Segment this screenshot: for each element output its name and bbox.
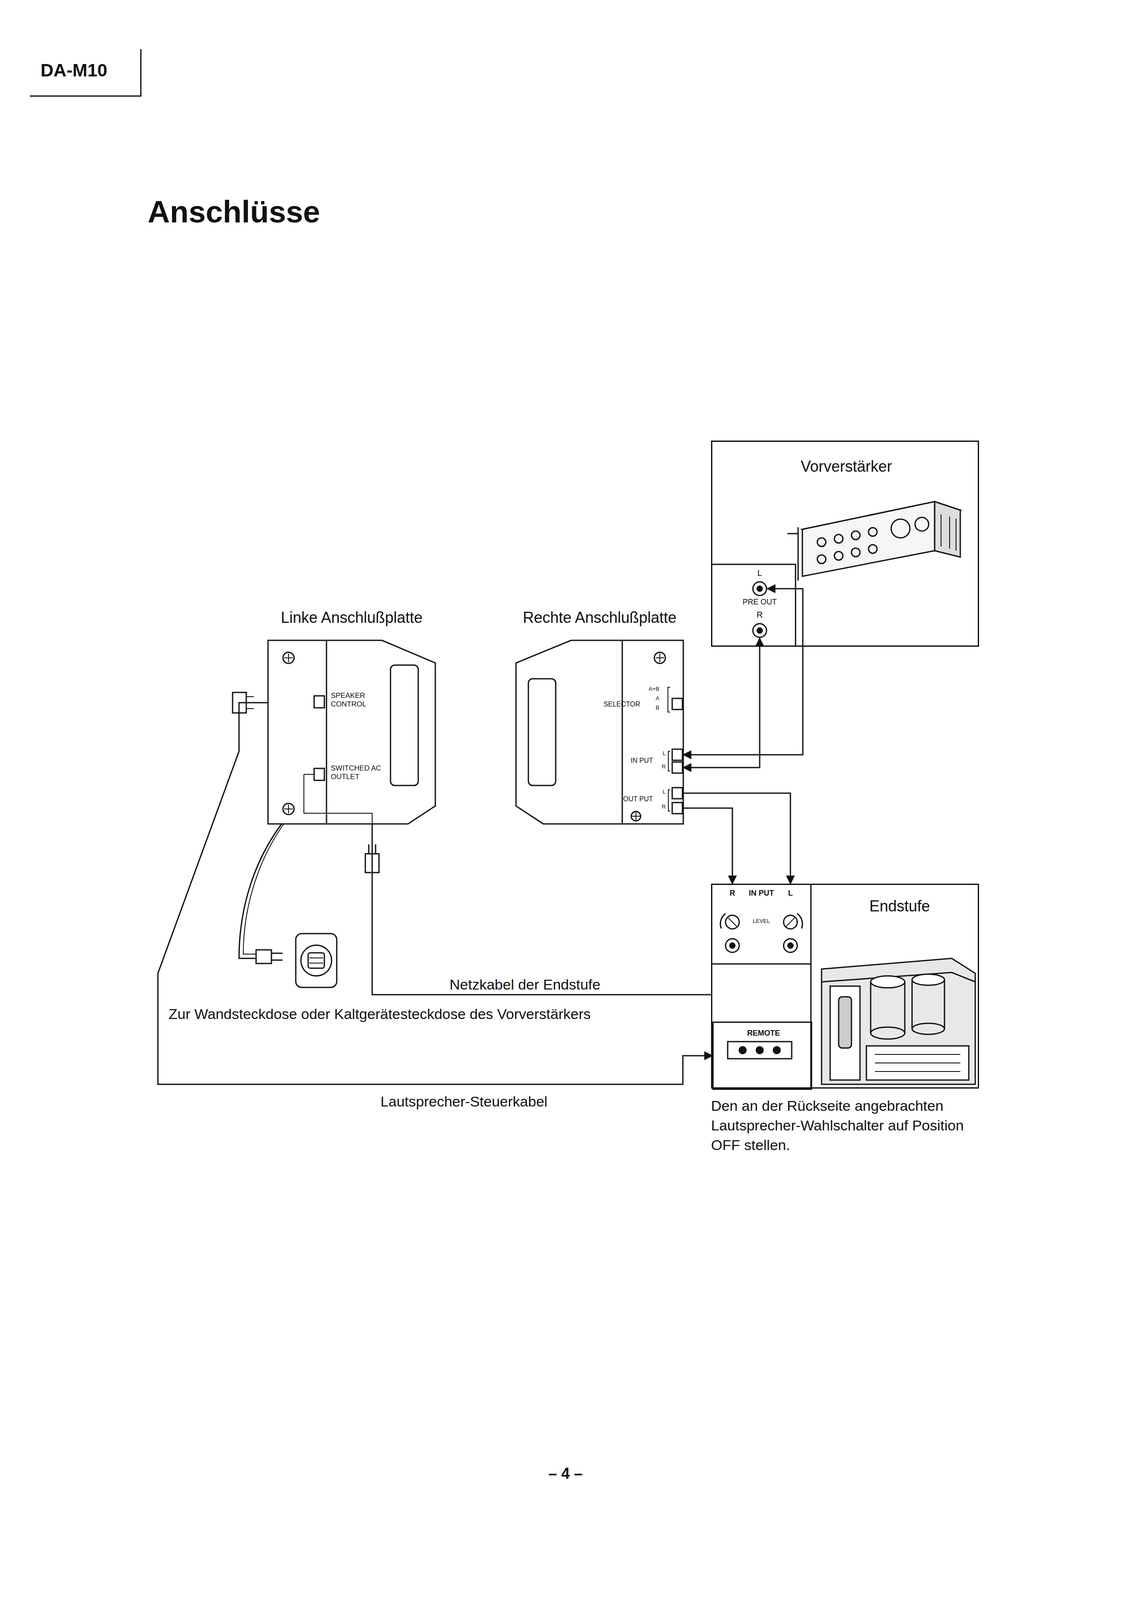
terminal-label: R xyxy=(729,888,736,898)
terminal-label: L xyxy=(662,788,666,796)
power-amp-illustration xyxy=(821,958,976,1085)
node-heading: Linke Anschlußplatte xyxy=(250,608,453,627)
terminal-label: SPEAKER CONTROL xyxy=(330,691,385,709)
cable xyxy=(157,702,713,1085)
note-text: Zur Wandsteckdose oder Kaltgerätesteckdo… xyxy=(168,1005,591,1023)
connection-plate: Rechte Anschlußplatte xyxy=(515,608,684,824)
terminal-label: R xyxy=(661,763,666,770)
connection-plate: Linke Anschlußplatte xyxy=(268,608,436,824)
terminal-label: R xyxy=(756,609,763,620)
terminal-label: SWITCHED AC OUTLET xyxy=(330,763,385,782)
terminal-label: IN PUT xyxy=(630,756,653,765)
preamp-box: Vorverstärker xyxy=(711,440,980,647)
terminal-label: A+B xyxy=(648,685,660,693)
model-number: DA-M10 xyxy=(40,59,108,82)
node-heading: Vorverstärker xyxy=(712,457,981,476)
terminal-label: SELECTOR xyxy=(603,699,641,709)
remote-socket-box: REMOTE xyxy=(712,1021,813,1090)
node-heading: Endstufe xyxy=(819,896,981,916)
terminal-label: L xyxy=(757,567,762,578)
jack xyxy=(752,581,767,596)
cable-label: Netzkabel der Endstufe xyxy=(446,975,603,994)
note-text: Den an der Rückseite angebrachten Lautsp… xyxy=(711,1096,985,1155)
panel-divider xyxy=(711,564,796,647)
page-title: Anschlüsse xyxy=(147,194,321,230)
terminal-label: L xyxy=(788,888,793,898)
terminal-label: R xyxy=(661,803,666,811)
terminal-label: PRE OUT xyxy=(742,597,777,607)
node-heading: REMOTE xyxy=(713,1028,814,1038)
jack xyxy=(752,623,767,638)
cable xyxy=(372,823,712,995)
signal-connector xyxy=(683,807,733,884)
signal-connector xyxy=(683,792,791,884)
right-plate xyxy=(515,640,684,824)
terminal-label: IN PUT xyxy=(748,888,774,898)
terminal-label: A xyxy=(655,694,660,702)
jack xyxy=(757,627,763,633)
terminal-label: OUT PUT xyxy=(623,794,653,803)
signal-connector xyxy=(683,638,760,768)
power-amp-box: EndstufeREMOTE xyxy=(711,883,980,1089)
signal-connector xyxy=(683,588,803,755)
terminal-label: B xyxy=(655,704,660,712)
cable-label: Lautsprecher-Steuerkabel xyxy=(377,1092,550,1111)
jack xyxy=(757,585,763,592)
left-plate xyxy=(232,640,436,988)
power-amp-panel xyxy=(711,883,811,1089)
preamp-illustration xyxy=(787,501,961,581)
page-number: – 4 – xyxy=(548,1463,583,1483)
terminal-label: LEVEL xyxy=(752,917,770,925)
header-rule xyxy=(29,49,141,97)
terminal-label: L xyxy=(662,749,666,757)
node-heading: Rechte Anschlußplatte xyxy=(498,608,701,627)
